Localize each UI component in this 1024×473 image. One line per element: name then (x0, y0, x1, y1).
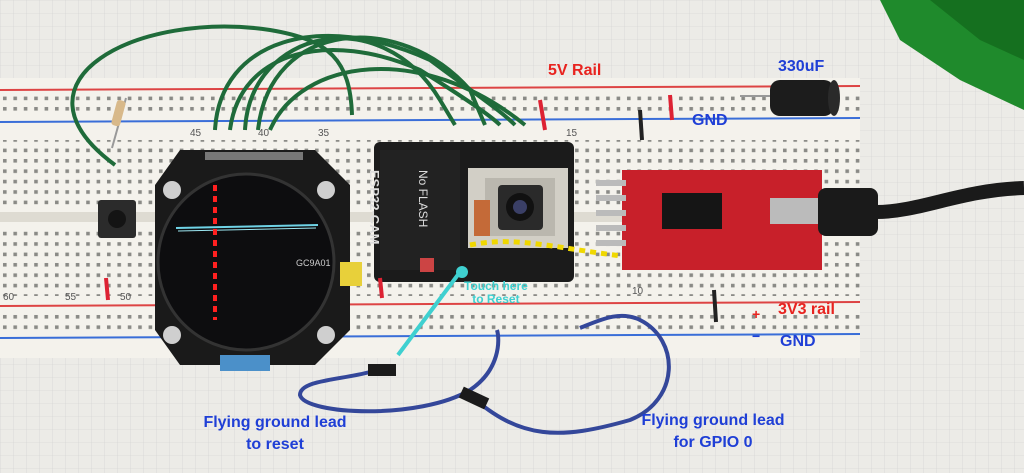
rail-5v-label: 5V Rail (548, 62, 602, 79)
flying-gpio-line1: Flying ground lead (641, 412, 785, 429)
col-label-40: 40 (258, 128, 270, 139)
resistor (111, 97, 127, 149)
flying-reset-line2: to reset (246, 436, 304, 453)
round-display-module (155, 150, 362, 371)
gpio-dotted-marker (469, 239, 641, 261)
col-label-45: 45 (190, 128, 202, 139)
red-jumpers (104, 94, 674, 301)
esp32-cam-module (374, 142, 574, 282)
rail-minus-sign: − (752, 328, 761, 344)
usb-cable (818, 181, 1024, 236)
gpio-lead-tip (458, 386, 490, 410)
col-label-60: 60 (3, 292, 15, 303)
no-flash-label: No FLASH (416, 170, 430, 228)
col-label-35: 35 (318, 128, 330, 139)
capacitor (740, 80, 840, 116)
flying-gpio-line2: for GPIO 0 (673, 434, 753, 451)
rail-3v3-label: 3V3 rail (778, 301, 835, 318)
flying-reset-line1: Flying ground lead (203, 414, 347, 431)
flying-leads (297, 313, 671, 435)
touch-reset-line2: to Reset (472, 292, 520, 306)
gc-label: GC9A01 (296, 258, 331, 268)
col-label-10: 10 (632, 286, 644, 297)
push-button (98, 200, 136, 238)
flying-reset-label: Flying ground lead to reset (190, 412, 360, 456)
col-label-15: 15 (566, 128, 578, 139)
touch-reset-line1: Touch here (464, 279, 528, 293)
reset-lead-tip (368, 364, 396, 376)
col-label-55: 55 (65, 292, 77, 303)
touch-pointer (396, 270, 462, 357)
module-name-label: ESP32-CAM (367, 170, 382, 245)
gnd-bottom-label: GND (780, 333, 816, 350)
ftdi-adapter (596, 170, 822, 270)
flying-gpio-label: Flying ground lead for GPIO 0 (628, 410, 798, 454)
gnd-top-label: GND (692, 112, 728, 129)
capacitor-label: 330uF (778, 58, 825, 75)
jumper-wires (70, 24, 527, 167)
rail-plus-sign: + (752, 306, 761, 322)
col-label-50: 50 (120, 292, 132, 303)
touch-reset-label: Touch here to Reset (464, 280, 528, 306)
